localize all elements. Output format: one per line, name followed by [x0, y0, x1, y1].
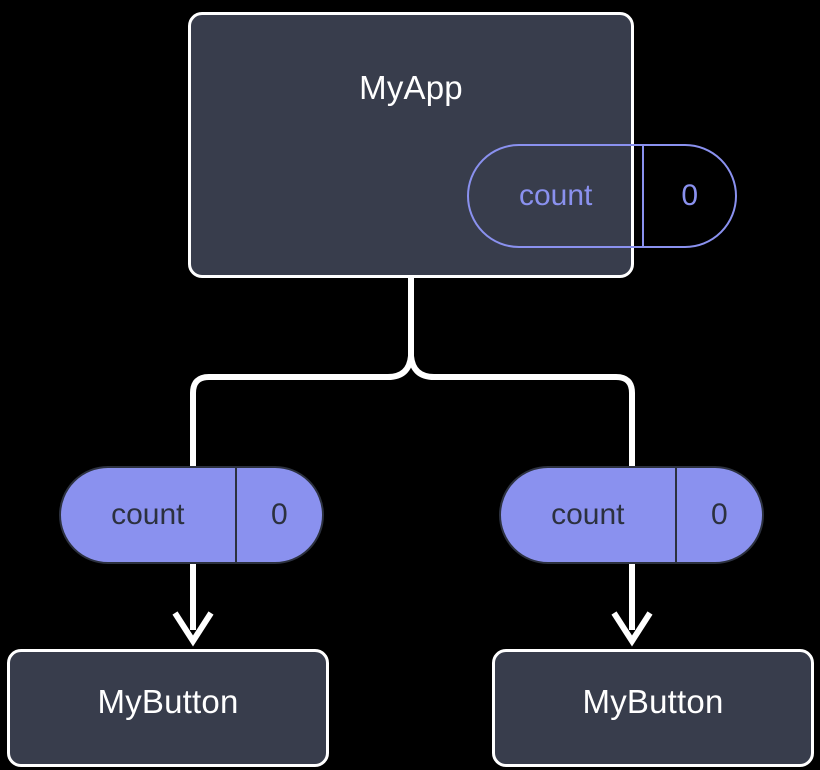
- component-title-mybutton-right: MyButton: [582, 683, 724, 720]
- prop-pill-value: 0: [674, 468, 762, 562]
- component-node-mybutton-left[interactable]: MyButton: [7, 649, 329, 767]
- arrow-head-right-icon: [611, 611, 653, 647]
- connector-branch-right: [408, 355, 635, 470]
- state-pill-value: 0: [642, 146, 735, 246]
- prop-pill-value: 0: [234, 468, 322, 562]
- prop-pill-left-count[interactable]: count 0: [59, 466, 324, 564]
- prop-pill-right-count[interactable]: count 0: [499, 466, 764, 564]
- component-title-mybutton-left: MyButton: [97, 683, 239, 720]
- connector-branch-left: [190, 355, 414, 470]
- prop-pill-key: count: [551, 498, 625, 531]
- prop-pill-key: count: [111, 498, 185, 531]
- component-node-myapp[interactable]: MyApp count 0: [188, 12, 737, 278]
- arrow-head-left-icon: [172, 611, 214, 647]
- component-title-myapp: MyApp: [359, 69, 463, 106]
- state-pill-myapp-count[interactable]: count 0: [467, 144, 737, 248]
- state-pill-key: count: [518, 179, 593, 212]
- component-node-mybutton-right[interactable]: MyButton: [492, 649, 814, 767]
